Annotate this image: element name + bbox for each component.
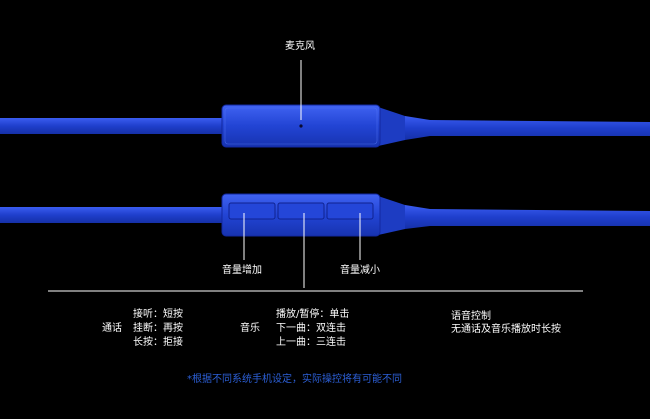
volume-up-button — [228, 202, 276, 220]
cable-left-top — [0, 118, 228, 134]
volume-down-button — [326, 202, 374, 220]
call-line-answer: 接听：短按 — [133, 309, 183, 320]
taper-top — [378, 107, 405, 146]
mic-hole — [299, 124, 303, 128]
footnote: *根据不同系统手机设定，实际操控将有可能不同 — [187, 374, 402, 385]
cable-right-top — [405, 116, 650, 140]
music-line-play: 播放/暂停：单击 — [276, 309, 350, 320]
music-line-prev: 上一曲：三连击 — [276, 337, 346, 348]
call-line-reject: 长按：拒接 — [133, 337, 183, 348]
cable-left-bottom — [0, 207, 228, 223]
taper-bottom — [378, 196, 405, 235]
volume-down-label: 音量减小 — [340, 265, 380, 276]
voice-line-detail: 无通话及音乐播放时长按 — [451, 324, 561, 335]
voice-line-title: 语音控制 — [451, 311, 491, 322]
play-pause-button — [277, 202, 325, 220]
volume-up-label: 音量增加 — [222, 265, 262, 276]
music-line-next: 下一曲：双连击 — [276, 323, 346, 334]
cable-right-bottom — [405, 205, 650, 229]
mic-cable — [0, 60, 650, 148]
call-title: 通话 — [102, 323, 122, 334]
music-title: 音乐 — [240, 323, 260, 334]
button-cable — [0, 193, 650, 288]
call-line-hangup: 挂断：再按 — [133, 323, 183, 334]
microphone-label: 麦克风 — [285, 41, 315, 52]
